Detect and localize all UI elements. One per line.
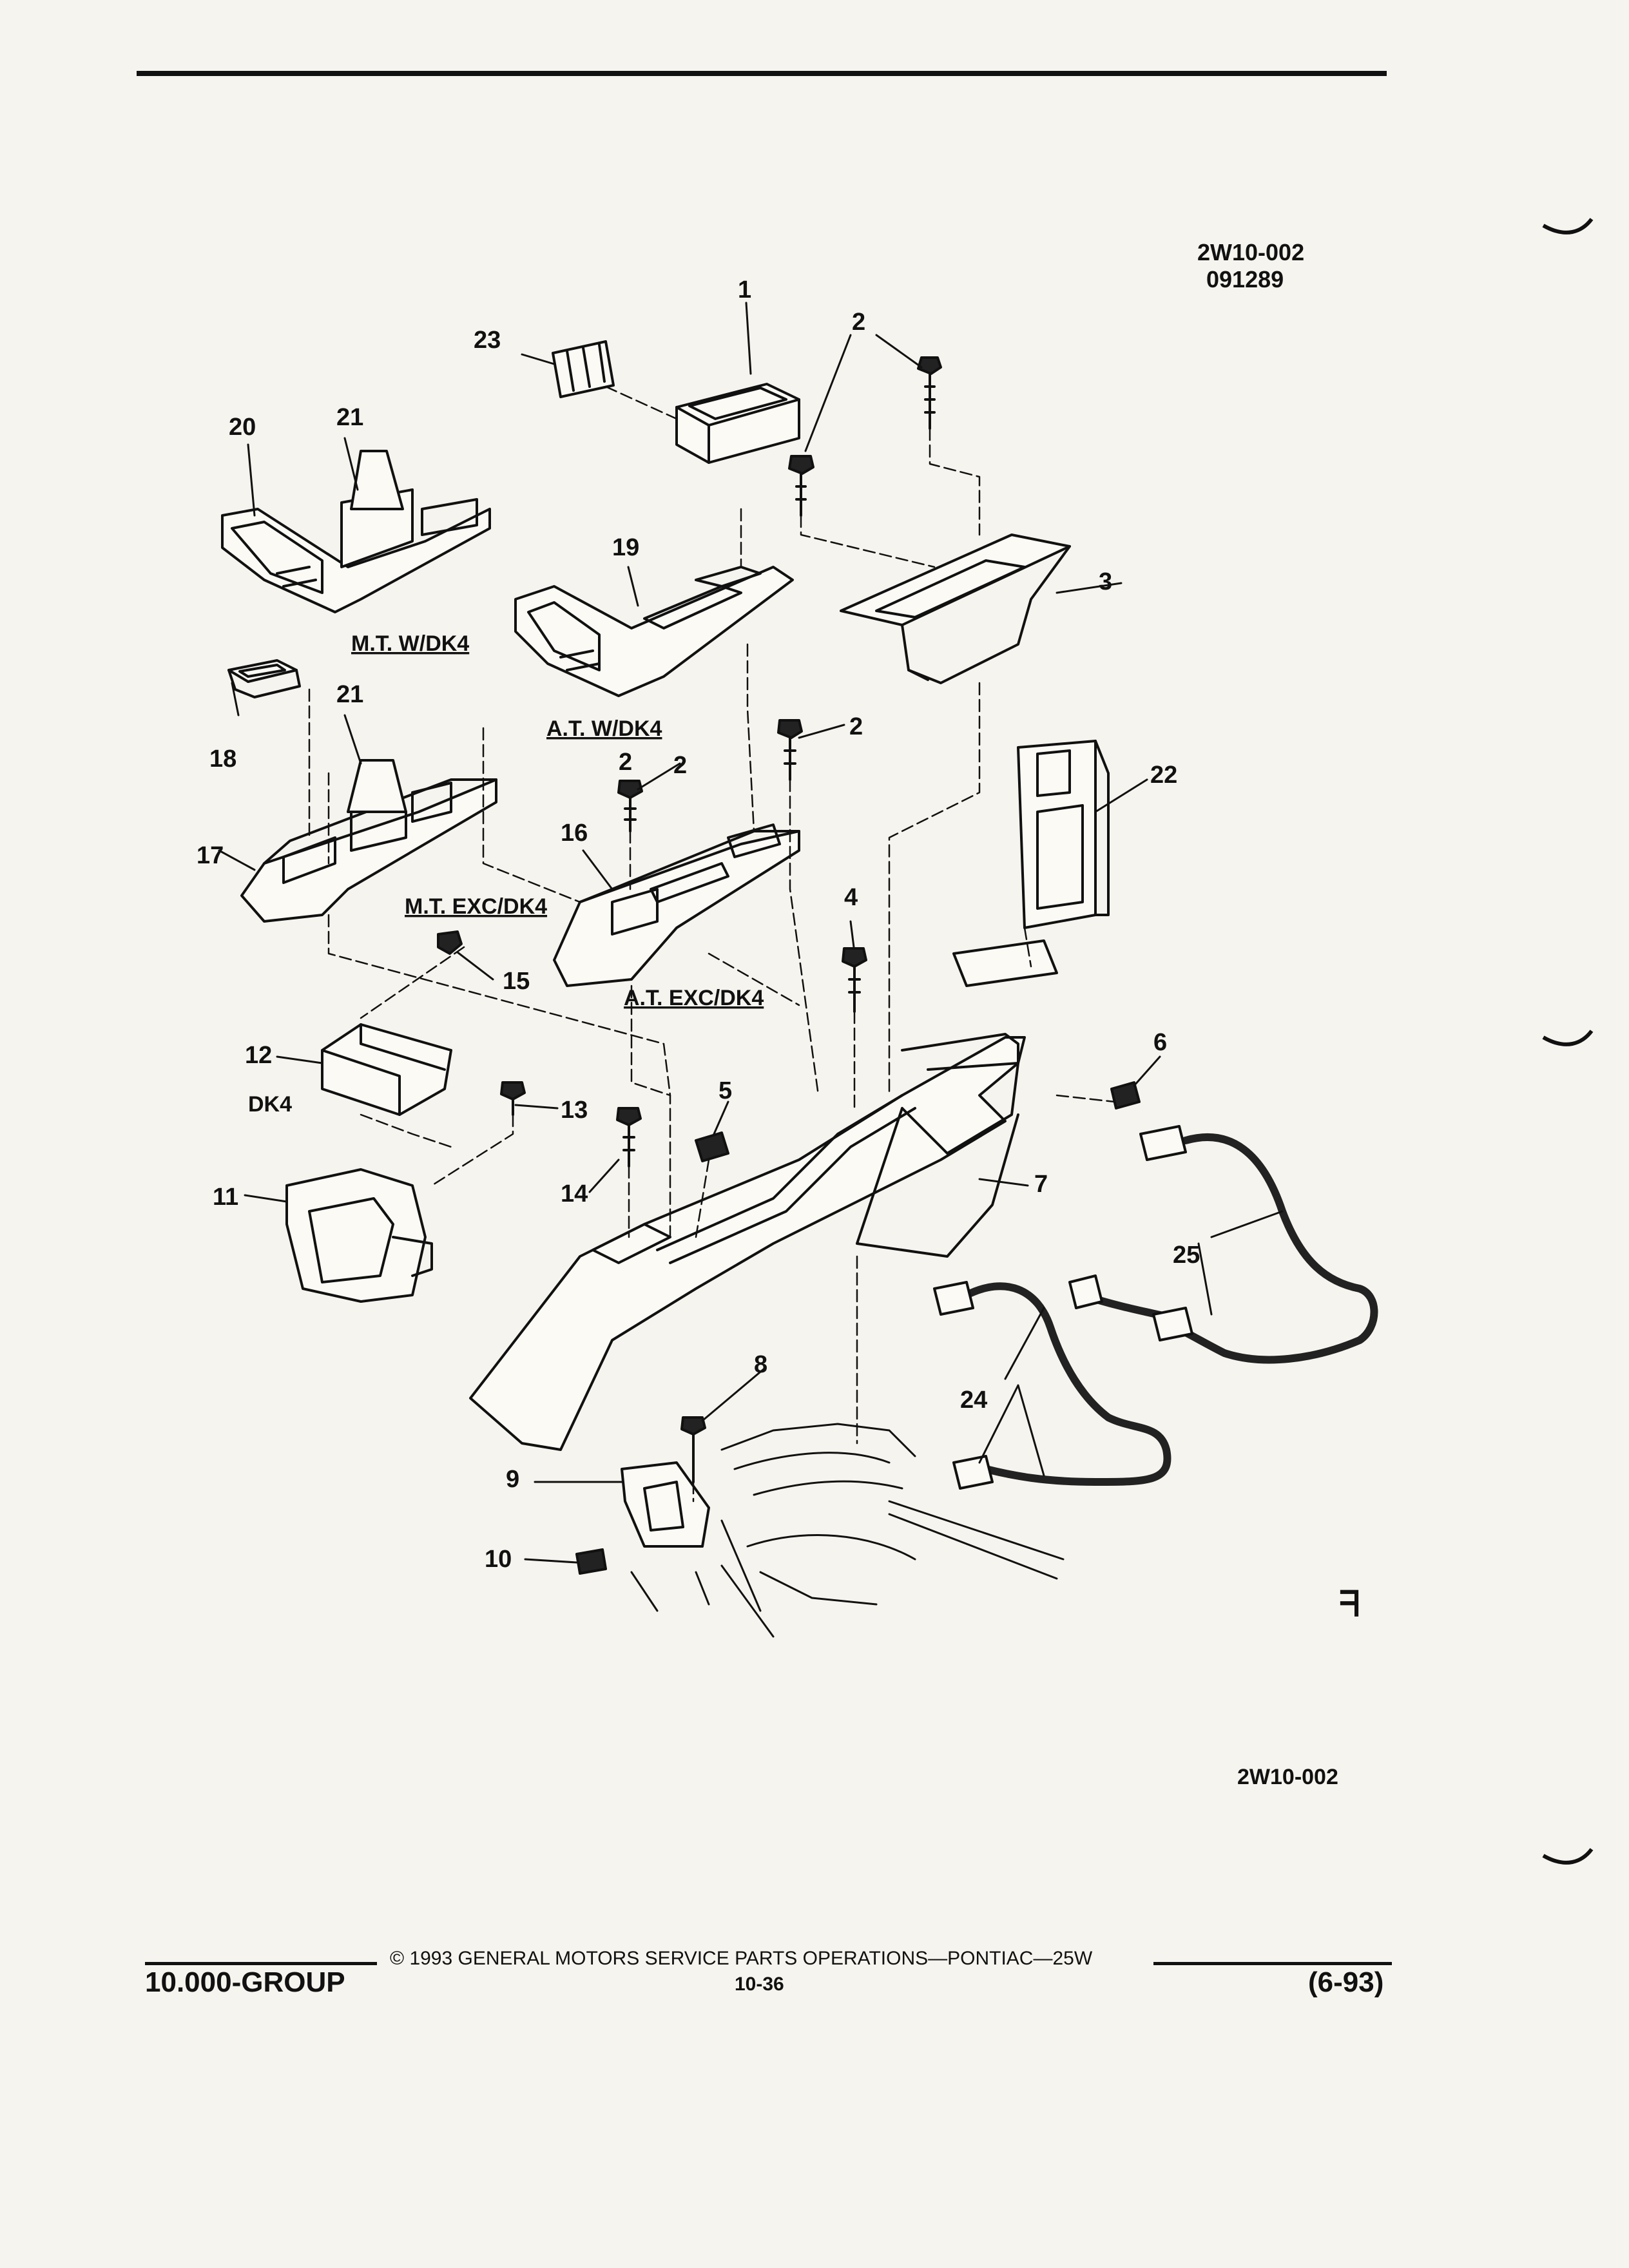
callout-19: 19 <box>612 534 639 561</box>
label-mt-w-dk4: M.T. W/DK4 <box>351 631 469 656</box>
callout-21b: 21 <box>336 681 363 708</box>
callout-numbers: 1 2 2 2 2 3 4 5 6 7 8 9 10 11 12 13 14 1… <box>197 276 1200 1573</box>
corner-mark: ᖷ <box>1339 1585 1360 1624</box>
part-22-door <box>952 740 1110 987</box>
bolt-2b <box>788 455 815 517</box>
callout-2b: 2 <box>849 713 863 740</box>
callout-12: 12 <box>245 1042 272 1069</box>
part-3-bezel <box>840 533 1071 684</box>
callout-7: 7 <box>1034 1171 1048 1198</box>
callout-23: 23 <box>474 327 501 354</box>
figure-code: 2W10-002 <box>1237 1765 1338 1789</box>
label-dk4: DK4 <box>248 1092 292 1117</box>
callout-9: 9 <box>506 1466 519 1493</box>
callout-11: 11 <box>213 1184 238 1211</box>
harness-24 <box>963 1282 1171 1486</box>
callout-10: 10 <box>485 1546 512 1573</box>
part-11-housing <box>285 1168 433 1303</box>
callout-5: 5 <box>718 1077 732 1104</box>
bolt-14 <box>616 1107 642 1168</box>
bolt-2c <box>777 719 803 781</box>
callout-2a: 2 <box>852 309 865 336</box>
binding-marks <box>1542 218 1594 1865</box>
callout-24: 24 <box>960 1387 987 1414</box>
part-17-console <box>240 759 497 923</box>
clip-6 <box>1110 1081 1141 1110</box>
footer-date: (6-93) <box>1308 1966 1384 1998</box>
part-18-cup <box>227 659 301 698</box>
clip-5 <box>695 1131 729 1162</box>
callout-3: 3 <box>1099 568 1112 595</box>
callout-22: 22 <box>1150 762 1177 789</box>
bolt-15 <box>437 930 463 955</box>
callout-25: 25 <box>1173 1242 1200 1269</box>
part-12-ashtray <box>321 1023 452 1116</box>
footer-group: 10.000-GROUP <box>145 1966 345 1998</box>
part-9-bracket <box>621 1461 710 1548</box>
callout-4: 4 <box>844 884 858 911</box>
alignment-lines <box>308 385 1116 1503</box>
bolt-2a <box>917 356 942 430</box>
bolt-2d <box>617 780 643 832</box>
callout-20: 20 <box>229 414 256 441</box>
callout-14: 14 <box>561 1180 588 1207</box>
leader-lines <box>218 302 1284 1564</box>
clip-10 <box>575 1548 607 1575</box>
part-20-console <box>221 450 491 613</box>
callout-15: 15 <box>503 968 530 995</box>
variant-labels: M.T. W/DK4 A.T. W/DK4 M.T. EXC/DK4 A.T. … <box>248 631 764 1117</box>
ref-date: 091289 <box>1206 266 1284 293</box>
harness-25 <box>1079 1133 1378 1364</box>
callout-13: 13 <box>561 1097 588 1124</box>
top-rule <box>137 71 1387 76</box>
footer-rule-right <box>1153 1962 1392 1965</box>
bolt-4 <box>842 947 867 1013</box>
ref-code: 2W10-002 <box>1197 239 1305 265</box>
callout-18: 18 <box>209 745 236 773</box>
callout-6: 6 <box>1153 1029 1167 1056</box>
label-at-w-dk4: A.T. W/DK4 <box>546 716 662 741</box>
part-1-box <box>675 383 800 464</box>
label-at-exc-dk4: A.T. EXC/DK4 <box>624 986 764 1010</box>
part-23-clip <box>552 340 615 398</box>
part-19-console <box>514 566 794 697</box>
footer-page-number: 10-36 <box>735 1974 784 1995</box>
callout-16: 16 <box>561 820 588 847</box>
part-16-console <box>553 823 800 987</box>
floor-tunnel <box>630 1423 1065 1638</box>
bolt-8 <box>680 1416 706 1483</box>
callout-2c: 2 <box>673 752 687 779</box>
callout-21a: 21 <box>336 404 363 431</box>
bolt-13 <box>500 1081 526 1116</box>
connector-ends <box>933 1125 1193 1490</box>
callout-1: 1 <box>738 276 751 303</box>
part-7-console-base <box>469 1033 1026 1451</box>
callout-17: 17 <box>197 842 224 869</box>
footer-copyright: © 1993 GENERAL MOTORS SERVICE PARTS OPER… <box>390 1948 1093 1969</box>
label-mt-exc-dk4: M.T. EXC/DK4 <box>405 894 547 919</box>
callout-8: 8 <box>754 1351 767 1378</box>
callout-2d: 2 <box>619 749 632 776</box>
footer-rule-left <box>145 1962 377 1965</box>
